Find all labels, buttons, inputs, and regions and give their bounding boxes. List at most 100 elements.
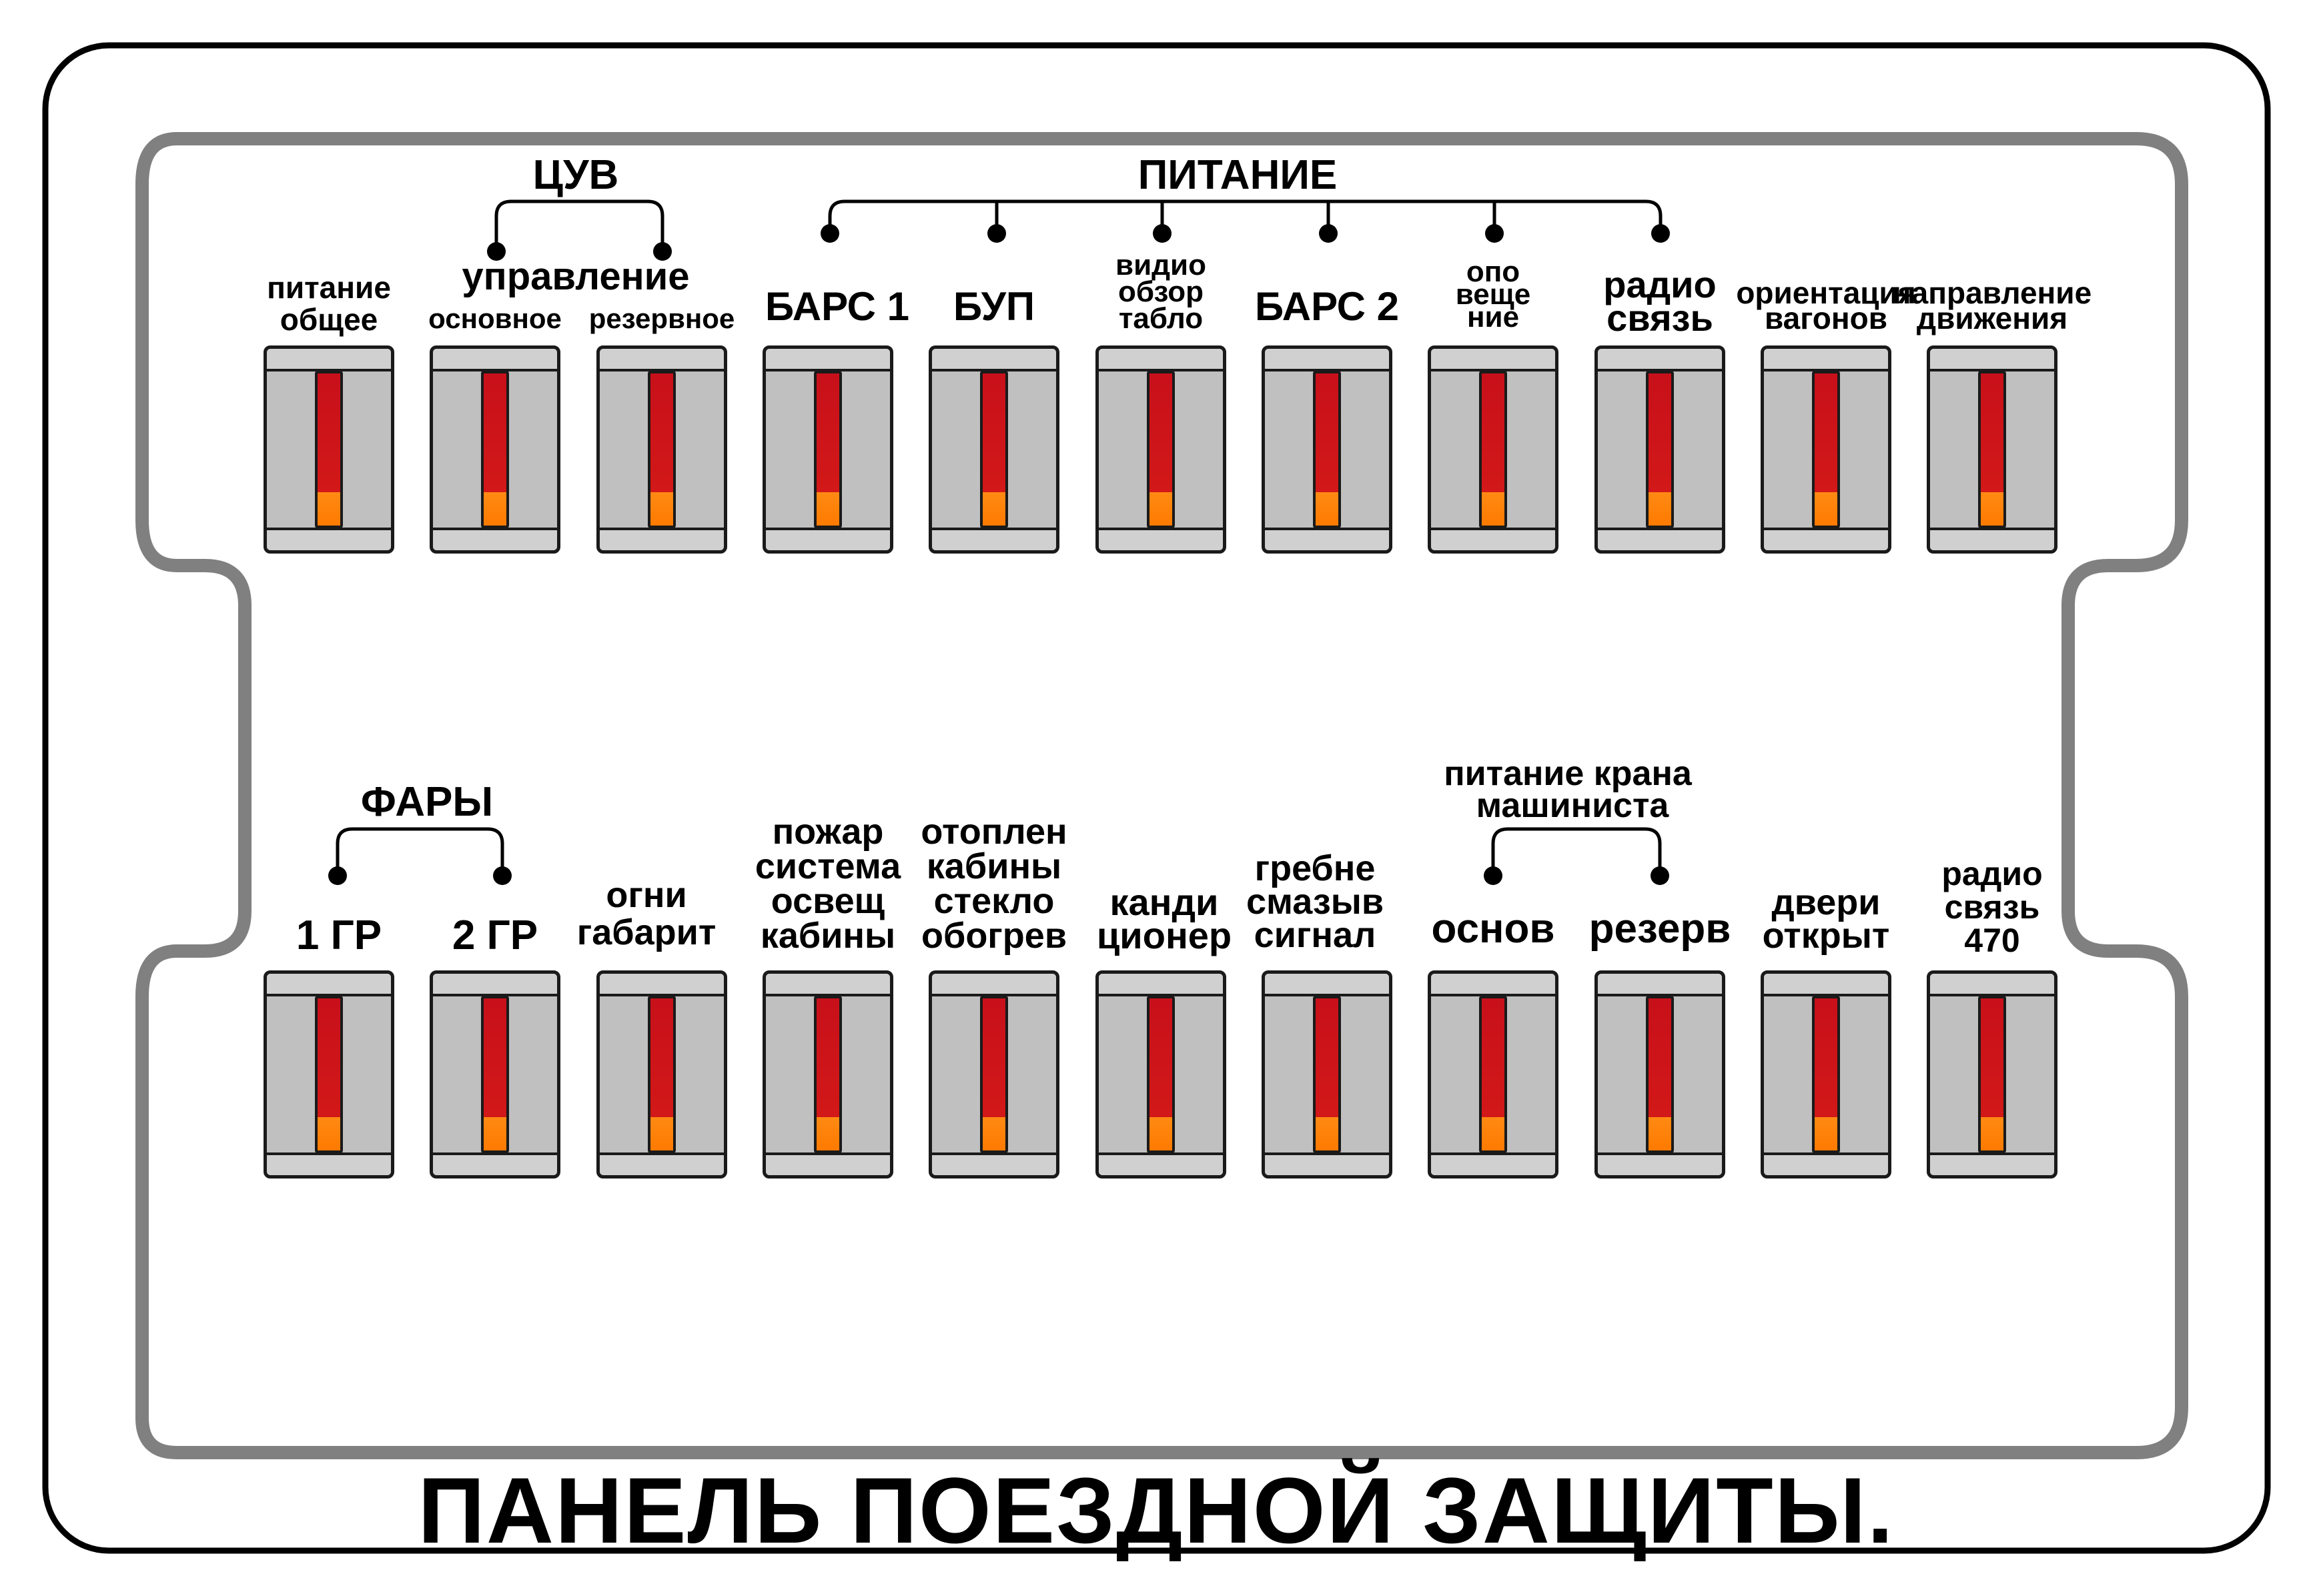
bottom-row-label-1: 1 ГР	[296, 914, 382, 957]
switch-top-cap	[1099, 349, 1223, 371]
switch-bottom-cap	[433, 528, 557, 550]
toggle-lever[interactable]	[980, 371, 1008, 528]
switch-bottom-cap	[1930, 528, 2054, 550]
top-row-switch-3[interactable]	[596, 345, 727, 554]
bracket-pitanie-dot	[821, 224, 839, 243]
toggle-lever[interactable]	[648, 371, 676, 528]
toggle-lever[interactable]	[1479, 371, 1507, 528]
toggle-lever[interactable]	[1812, 996, 1840, 1153]
label-line: обогрев	[921, 916, 1067, 956]
toggle-lever[interactable]	[1978, 371, 2006, 528]
label-line: БУП	[953, 284, 1035, 329]
label-line: двери	[1771, 882, 1881, 922]
top-row-label-5: БУП	[953, 286, 1035, 327]
switch-bottom-cap	[267, 528, 391, 550]
switch-top-cap	[433, 974, 557, 996]
group-label-upravlenie: управление	[462, 255, 690, 298]
label-line: 1 ГР	[296, 912, 382, 958]
toggle-lever[interactable]	[1313, 371, 1341, 528]
label-line: общее	[280, 302, 378, 337]
switch-top-cap	[1598, 349, 1722, 371]
toggle-lever[interactable]	[1147, 371, 1175, 528]
inner-frame	[135, 132, 2188, 1459]
switch-bottom-cap	[267, 1152, 391, 1175]
label-line: связь	[1944, 888, 2040, 926]
toggle-lever[interactable]	[648, 996, 676, 1153]
top-row-switch-11[interactable]	[1927, 345, 2057, 554]
top-row-switch-1[interactable]	[264, 345, 394, 554]
bracket-kran-dot	[1651, 866, 1669, 885]
switch-top-cap	[1930, 974, 2054, 996]
bracket-pitanie-dot	[1153, 224, 1172, 243]
bottom-row-switch-1[interactable]	[264, 970, 394, 1178]
switch-bottom-cap	[932, 1152, 1056, 1175]
bottom-row-switch-6[interactable]	[1095, 970, 1226, 1178]
bottom-row-switch-11[interactable]	[1927, 970, 2057, 1178]
label-line: система	[755, 846, 901, 886]
label-line: гребне	[1254, 848, 1376, 888]
top-row-switch-9[interactable]	[1594, 345, 1725, 554]
top-row-switch-2[interactable]	[430, 345, 560, 554]
toggle-lever[interactable]	[315, 371, 343, 528]
toggle-lever[interactable]	[814, 996, 842, 1153]
bottom-row-label-8: основ	[1432, 908, 1555, 950]
bottom-row-switch-5[interactable]	[929, 970, 1059, 1178]
top-row-switch-8[interactable]	[1428, 345, 1558, 554]
toggle-lever[interactable]	[1313, 996, 1341, 1153]
bottom-row-switch-8[interactable]	[1428, 970, 1558, 1178]
toggle-lever[interactable]	[1646, 996, 1674, 1153]
switch-bottom-cap	[1598, 1152, 1722, 1175]
top-row-switch-10[interactable]	[1761, 345, 1891, 554]
bottom-row-switch-2[interactable]	[430, 970, 560, 1178]
switch-top-cap	[600, 349, 724, 371]
group-label-fary: ФАРЫ	[360, 779, 494, 825]
label-line: 2 ГР	[452, 912, 538, 958]
bracket-fary-dot	[328, 866, 347, 885]
switch-bottom-cap	[1764, 528, 1888, 550]
bracket-pitanie-dot	[987, 224, 1006, 243]
toggle-lever[interactable]	[814, 371, 842, 528]
label-line: резерв	[1588, 906, 1731, 952]
toggle-lever[interactable]	[1147, 996, 1175, 1153]
top-row-switch-6[interactable]	[1095, 345, 1226, 554]
switch-bottom-cap	[433, 1152, 557, 1175]
group-label-cuv: ЦУВ	[532, 152, 619, 198]
top-row-label-7: БАРС 2	[1255, 286, 1399, 327]
label-line: канди	[1109, 881, 1219, 923]
bottom-row-switch-10[interactable]	[1761, 970, 1891, 1178]
bracket-pitanie	[828, 199, 1663, 233]
bottom-row-switch-9[interactable]	[1594, 970, 1725, 1178]
bottom-row-switch-3[interactable]	[596, 970, 727, 1178]
switch-bottom-cap	[1099, 1152, 1223, 1175]
bracket-pitanie-dot	[1319, 224, 1338, 243]
toggle-lever[interactable]	[481, 371, 509, 528]
bottom-row-switch-4[interactable]	[763, 970, 893, 1178]
bottom-row-switch-7[interactable]	[1262, 970, 1392, 1178]
top-row-switch-5[interactable]	[929, 345, 1059, 554]
toggle-lever[interactable]	[481, 996, 509, 1153]
bracket-pitanie-dot	[1651, 224, 1670, 243]
toggle-lever[interactable]	[1812, 371, 1840, 528]
switch-bottom-cap	[1764, 1152, 1888, 1175]
label-line: радио	[1941, 855, 2043, 892]
toggle-lever[interactable]	[980, 996, 1008, 1153]
toggle-lever[interactable]	[1479, 996, 1507, 1153]
label-line: ционер	[1096, 914, 1232, 956]
switch-top-cap	[267, 974, 391, 996]
toggle-lever[interactable]	[1978, 996, 2006, 1153]
toggle-lever[interactable]	[315, 996, 343, 1153]
switch-top-cap	[932, 974, 1056, 996]
toggle-lever[interactable]	[1646, 371, 1674, 528]
switch-top-cap	[1265, 974, 1389, 996]
label-line: пожар	[772, 812, 884, 852]
switch-top-cap	[1265, 349, 1389, 371]
top-row-label-3: резервное	[589, 304, 735, 333]
label-line: ориентация	[1736, 275, 1916, 310]
top-row-switch-4[interactable]	[763, 345, 893, 554]
switch-top-cap	[1598, 974, 1722, 996]
top-row-switch-7[interactable]	[1262, 345, 1392, 554]
